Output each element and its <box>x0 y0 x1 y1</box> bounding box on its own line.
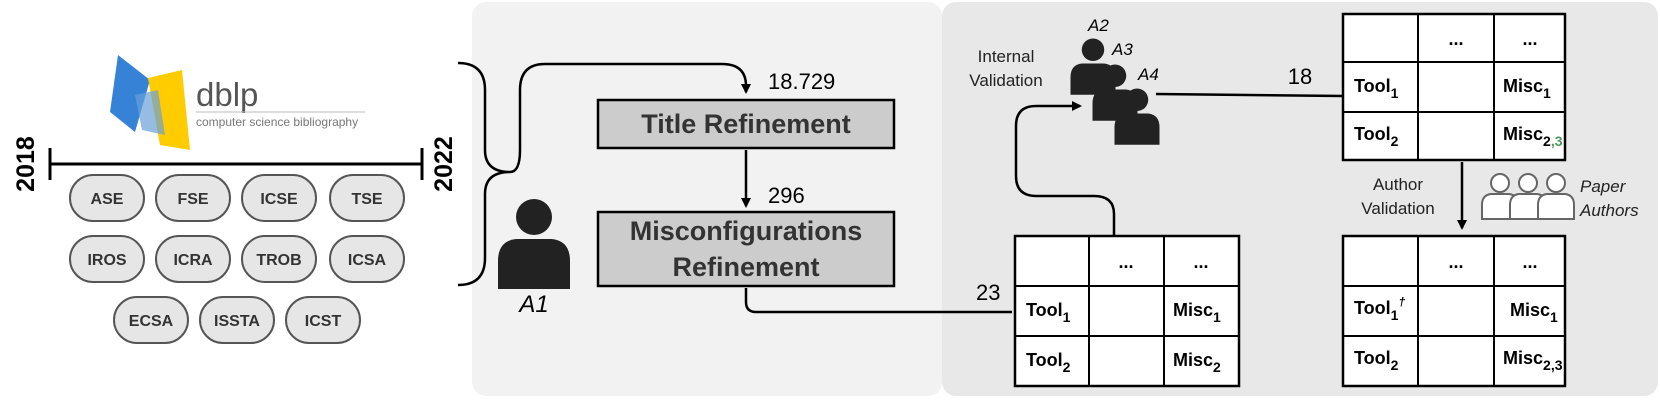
table-cell: Tool1 <box>1026 300 1071 325</box>
paper-authors-line2: Authors <box>1579 201 1639 220</box>
dblp-tagline: computer science bibliography <box>196 115 358 129</box>
venue-label: FSE <box>177 191 208 208</box>
count-initial: 18.729 <box>768 69 835 94</box>
person-a2-label: A2 <box>1087 16 1109 35</box>
person-a3-label: A3 <box>1111 40 1133 59</box>
table-cell: ... <box>1522 29 1537 49</box>
author-validation-line1: Author <box>1373 175 1423 194</box>
table-cell: ... <box>1448 29 1463 49</box>
flow-arrow-to-internal <box>1014 101 1116 236</box>
step-misc-label-line1: Misconfigurations <box>630 216 863 246</box>
table-cell: Misc2 <box>1173 350 1221 375</box>
step-title-refinement-label: Title Refinement <box>641 109 851 139</box>
year-end: 2022 <box>430 136 458 192</box>
table-cell: ... <box>1193 252 1208 272</box>
venue-label: ICSA <box>348 252 387 269</box>
step-title-refinement <box>596 98 896 150</box>
table-cell: Tool2 <box>1354 124 1399 149</box>
venue-list: ASE FSE ICSE TSE IROS ICRA TROB ICSA ECS… <box>69 174 405 344</box>
paper-authors-line1: Paper <box>1580 177 1627 196</box>
flow-arrow-initial <box>509 62 751 174</box>
venue-label: ISSTA <box>214 313 260 330</box>
venue-label: TSE <box>351 191 382 208</box>
table-cell: Misc2,3 <box>1503 348 1563 373</box>
table-cell: Tool1 <box>1354 76 1399 101</box>
count-after-internal: 18 <box>1288 64 1312 89</box>
count-after-title: 296 <box>768 183 805 208</box>
venue-label: TROB <box>256 252 301 269</box>
author-validation-line2: Validation <box>1361 199 1434 218</box>
person-a1-label: A1 <box>517 291 548 318</box>
step-misc-refinement <box>596 210 896 288</box>
table-cell: Tool1† <box>1354 295 1405 323</box>
step-misc-label-line2: Refinement <box>672 252 819 282</box>
table-cell: Tool2 <box>1026 350 1071 375</box>
flow-line-to-table-validated <box>1155 92 1344 98</box>
flow-arrow-misc-to-table <box>744 288 1012 314</box>
internal-validation-line1: Internal <box>978 47 1035 66</box>
dblp-name: dblp <box>196 76 258 113</box>
table-cell: Misc2,3 <box>1503 124 1563 149</box>
table-cell: ... <box>1522 252 1537 272</box>
table-cell: Tool2 <box>1354 348 1399 373</box>
dblp-logo: dblp computer science bibliography <box>110 55 365 150</box>
table-cell: ... <box>1118 252 1133 272</box>
venue-label: ICRA <box>173 252 213 269</box>
year-start: 2018 <box>12 136 40 192</box>
venue-label: ECSA <box>129 313 174 330</box>
table-cell: Misc1 <box>1503 76 1551 101</box>
table-cell: Misc1 <box>1173 300 1221 325</box>
table-initial: ... ... Tool1 Misc1 Tool2 Misc2 <box>1013 234 1241 388</box>
count-after-misc: 23 <box>976 280 1000 305</box>
table-cell: Misc1 <box>1510 300 1558 325</box>
venue-label: IROS <box>87 252 126 269</box>
table-cell: ... <box>1448 252 1463 272</box>
venue-label: ICST <box>305 313 342 330</box>
table-final: ... ... Tool1† Misc1 Tool2 Misc2,3 <box>1341 234 1567 388</box>
person-a4-label: A4 <box>1137 65 1159 84</box>
panel-refinement <box>472 2 942 396</box>
venue-label: ICSE <box>260 191 298 208</box>
venue-label: ASE <box>91 191 124 208</box>
table-validated: ... ... Tool1 Misc1 Tool2 Misc2,3 <box>1341 12 1567 162</box>
timeline: 2018 2022 <box>12 136 458 192</box>
internal-validation-line2: Validation <box>969 71 1042 90</box>
